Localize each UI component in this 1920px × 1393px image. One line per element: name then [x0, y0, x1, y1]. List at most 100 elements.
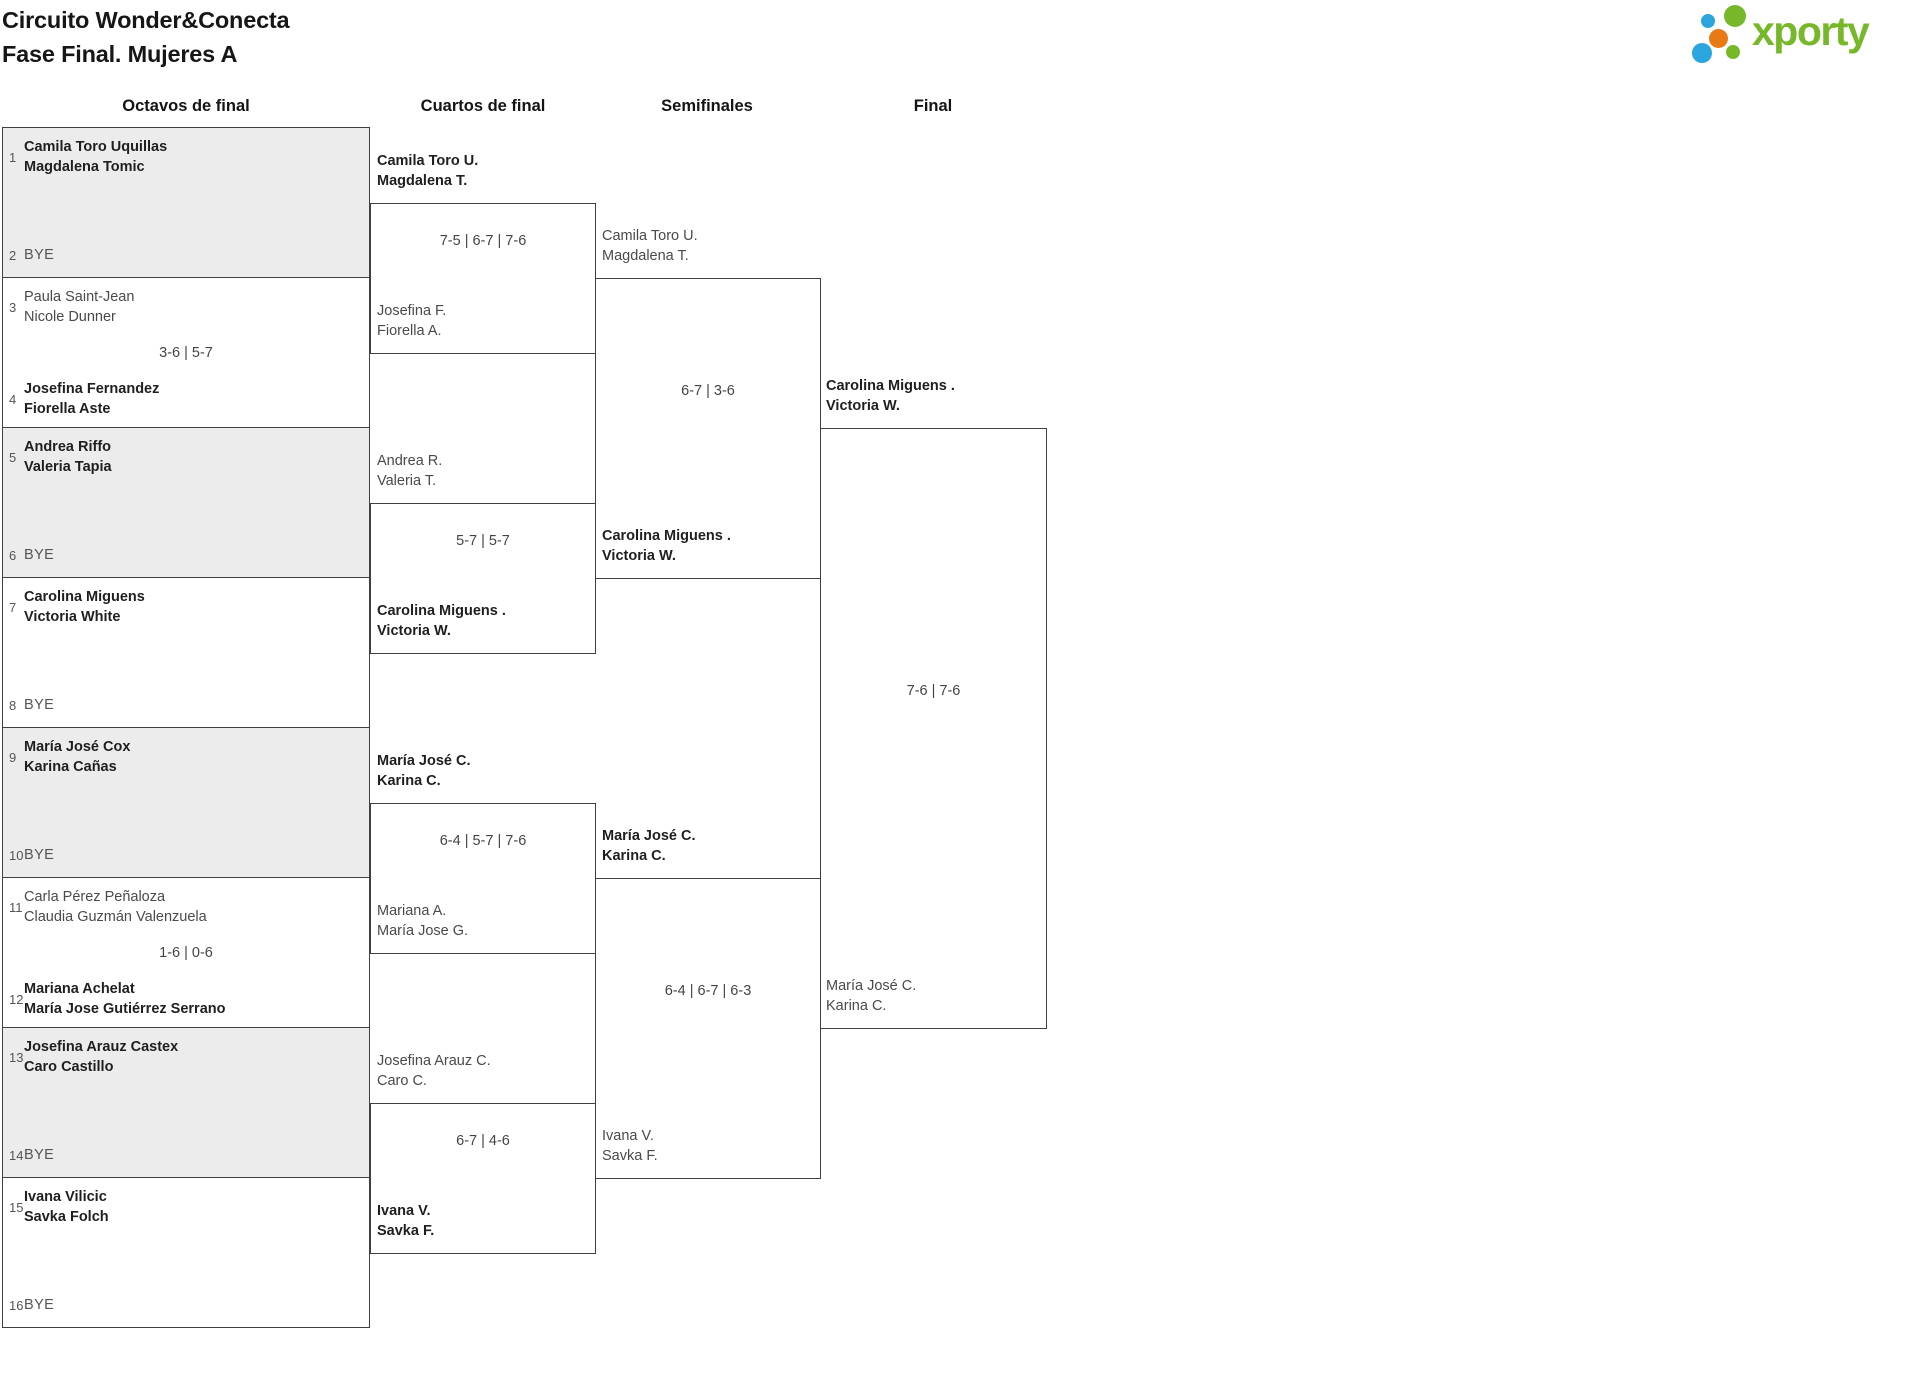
octavos-match-box-3: 5 Andrea Riffo Valeria Tapia 6 BYE [2, 428, 370, 578]
xporty-logo[interactable]: xporty [1692, 4, 1919, 68]
seed-number: 1 [9, 149, 17, 165]
seed-number: 4 [9, 391, 17, 407]
player-name: Victoria W. [602, 548, 676, 564]
player-name: Andrea R. [377, 453, 443, 469]
bracket-slot-13: 13 Josefina Arauz Castex Caro Castillo [9, 1037, 361, 1077]
team-names: Paula Saint-Jean Nicole Dunner [24, 287, 134, 327]
round-header-semifinales: Semifinales [661, 97, 753, 115]
team-label: Ivana V. Savka F. [602, 1126, 658, 1166]
player-name: Carolina Miguens . [826, 378, 955, 394]
team-names: Andrea Riffo Valeria Tapia [24, 437, 112, 477]
final-match-box [820, 428, 1047, 1029]
logo-wordmark: xporty [1752, 8, 1870, 54]
bye-label: BYE [24, 1147, 55, 1163]
seed-number: 3 [9, 299, 17, 315]
match-score: 6-4 | 6-7 | 6-3 [664, 983, 752, 999]
team-label: Carolina Miguens . Victoria W. [826, 376, 955, 416]
player-name: María José Cox [24, 739, 131, 755]
octavos-match-box-4: 7 Carolina Miguens Victoria White 8 BYE [2, 578, 370, 728]
player-name: Magdalena T. [377, 173, 468, 189]
player-name: Magdalena Tomic [24, 159, 145, 175]
player-name: Camila Toro U. [602, 228, 698, 244]
bracket-slot-4: 4 Josefina Fernandez Fiorella Aste [9, 379, 361, 419]
player-name: Ivana V. [602, 1128, 654, 1144]
seed-number: 8 [9, 697, 17, 713]
bracket-slot-15: 15 Ivana Vilicic Savka Folch [9, 1187, 361, 1227]
team-names: Camila Toro Uquillas Magdalena Tomic [24, 137, 167, 177]
octavos-match-box-5: 9 María José Cox Karina Cañas 10 BYE [2, 728, 370, 878]
seed-number: 13 [9, 1049, 24, 1065]
seed-number: 11 [9, 899, 23, 915]
match-score: 1-6 | 0-6 [159, 944, 213, 961]
team-label: Ivana V. Savka F. [377, 1201, 434, 1241]
bracket-slot-3: 3 Paula Saint-Jean Nicole Dunner [9, 287, 361, 327]
team-label: Mariana A. María Jose G. [377, 901, 468, 941]
logo-dot-blue-small [1701, 14, 1715, 28]
bye-label: BYE [24, 697, 55, 713]
team-names: Josefina Arauz Castex Caro Castillo [24, 1037, 178, 1077]
seed-number: 2 [9, 247, 17, 263]
player-name: Mariana A. [377, 903, 447, 919]
match-score: 5-7 | 5-7 [456, 533, 510, 549]
player-name: Ivana V. [377, 1203, 431, 1219]
octavos-match-box-2: 3 Paula Saint-Jean Nicole Dunner 3-6 | 5… [2, 278, 370, 428]
player-name: Ivana Vilicic [24, 1189, 107, 1205]
seed-number: 14 [9, 1147, 24, 1163]
bracket-slot-1: 1 Camila Toro Uquillas Magdalena Tomic [9, 137, 361, 177]
team-names: Carla Pérez Peñaloza Claudia Guzmán Vale… [24, 887, 207, 927]
player-name: Karina C. [377, 773, 441, 789]
round-header-octavos: Octavos de final [122, 97, 250, 115]
player-name: Josefina Arauz C. [377, 1053, 491, 1069]
team-label: María José C. Karina C. [377, 751, 471, 791]
player-name: María Jose Gutiérrez Serrano [24, 1001, 226, 1017]
seed-number: 7 [9, 599, 17, 615]
player-name: Valeria Tapia [24, 459, 112, 475]
seed-number: 10 [9, 847, 24, 863]
bye-label: BYE [24, 547, 55, 563]
logo-dot-green-large [1724, 5, 1746, 27]
team-label: Camila Toro U. Magdalena T. [377, 151, 478, 191]
phase-name: Fase Final. Mujeres A [2, 41, 238, 67]
player-name: Carolina Miguens . [377, 603, 506, 619]
team-label: Josefina Arauz C. Caro C. [377, 1051, 491, 1091]
logo-dot-blue-large [1692, 43, 1712, 63]
player-name: Carolina Miguens [24, 589, 145, 605]
bracket-slot-7: 7 Carolina Miguens Victoria White [9, 587, 361, 627]
player-name: Valeria T. [377, 473, 437, 489]
player-name: Camila Toro Uquillas [24, 139, 168, 155]
player-name: Victoria W. [826, 398, 900, 414]
team-label: Andrea R. Valeria T. [377, 451, 442, 491]
team-label: Carolina Miguens . Victoria W. [377, 601, 506, 641]
team-label: María José C. Karina C. [602, 826, 696, 866]
tournament-name: Circuito Wonder&Conecta [2, 7, 290, 33]
seed-number: 16 [9, 1297, 24, 1313]
bracket-slot-12: 12 Mariana Achelat María Jose Gutiérrez … [9, 979, 361, 1019]
octavos-match-box-7: 13 Josefina Arauz Castex Caro Castillo 1… [2, 1028, 370, 1178]
match-score: 6-4 | 5-7 | 7-6 [439, 833, 527, 849]
bracket-slot-8: 8 BYE [9, 695, 361, 715]
player-name: Paula Saint-Jean [24, 289, 135, 305]
seed-number: 15 [9, 1199, 24, 1215]
player-name: María Jose G. [377, 923, 469, 939]
player-name: Savka F. [377, 1223, 435, 1239]
seed-number: 5 [9, 449, 17, 465]
bye-label: BYE [24, 1297, 55, 1313]
bracket-slot-9: 9 María José Cox Karina Cañas [9, 737, 361, 777]
match-score: 6-7 | 3-6 [681, 383, 735, 399]
round-header-cuartos: Cuartos de final [420, 97, 546, 115]
team-names: Josefina Fernandez Fiorella Aste [24, 379, 159, 419]
player-name: Claudia Guzmán Valenzuela [24, 909, 207, 925]
round-header-final: Final [913, 97, 953, 115]
bracket-slot-2: 2 BYE [9, 245, 361, 265]
player-name: Nicole Dunner [24, 309, 116, 325]
page-title: Circuito Wonder&Conecta Fase Final. Muje… [2, 3, 290, 71]
player-name: Andrea Riffo [24, 439, 111, 455]
player-name: María José C. [826, 978, 917, 994]
bye-label: BYE [24, 247, 55, 263]
player-name: Caro C. [377, 1073, 427, 1089]
octavos-match-box-6: 11 Carla Pérez Peñaloza Claudia Guzmán V… [2, 878, 370, 1028]
match-score: 3-6 | 5-7 [159, 344, 213, 361]
player-name: Carolina Miguens . [602, 528, 731, 544]
match-score: 6-7 | 4-6 [456, 1133, 510, 1149]
bracket-slot-11: 11 Carla Pérez Peñaloza Claudia Guzmán V… [9, 887, 361, 927]
